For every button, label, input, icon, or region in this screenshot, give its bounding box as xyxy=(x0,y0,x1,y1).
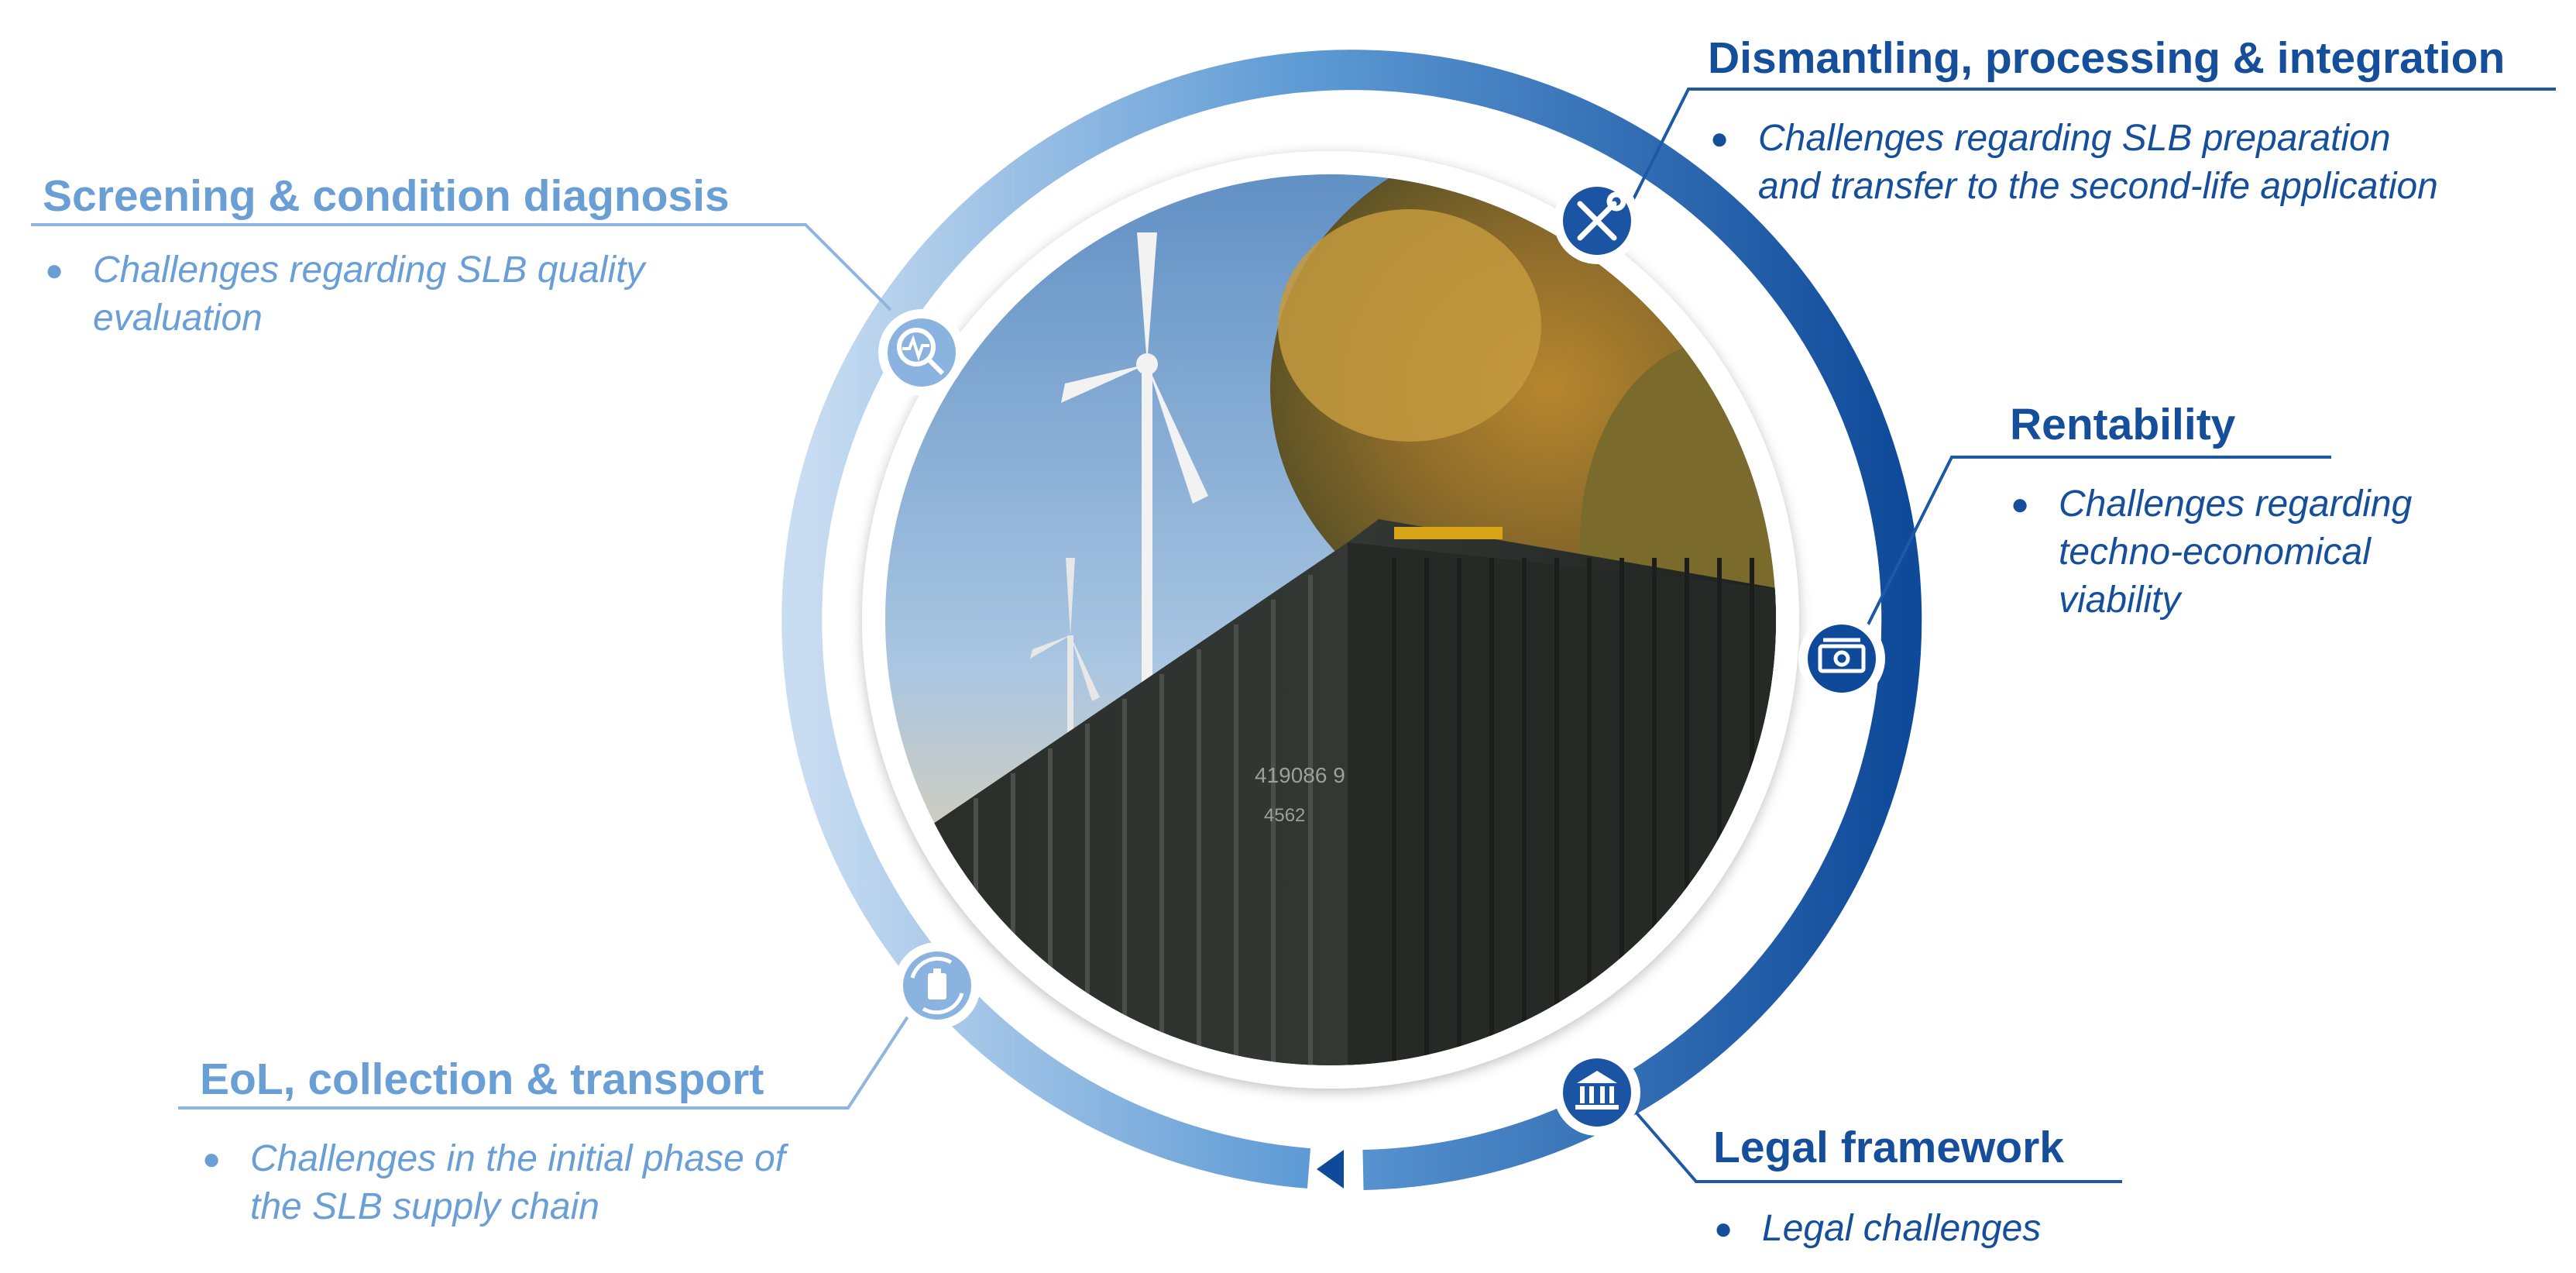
bullet-text-line: viability xyxy=(2059,580,2181,621)
heading-screening: Screening & condition diagnosis xyxy=(43,171,730,221)
bullet-text-line: and transfer to the second-life applicat… xyxy=(1758,166,2438,207)
bullet-dot: ● xyxy=(1714,1212,1733,1246)
wind-turbine-large xyxy=(1061,232,1208,767)
heading-dismantling: Dismantling, processing & integration xyxy=(1708,33,2506,83)
magnifier-pulse-icon xyxy=(897,328,945,376)
bullet-legal: ● Legal challenges xyxy=(1714,1205,2042,1253)
bullet-text-line: Legal challenges xyxy=(1762,1208,2042,1249)
battery-recycle-icon xyxy=(910,956,964,1015)
icon-screening xyxy=(878,309,965,396)
connector-eol xyxy=(178,1006,915,1110)
icon-eol xyxy=(894,942,981,1029)
heading-legal: Legal framework xyxy=(1713,1123,2064,1172)
heading-eol: EoL, collection & transport xyxy=(200,1055,764,1104)
icon-rentability xyxy=(1798,615,1885,702)
bullet-text-line: the SLB supply chain xyxy=(250,1186,599,1227)
bullet-screening: ● Challenges regarding SLB quality evalu… xyxy=(45,246,645,342)
courthouse-icon xyxy=(1575,1071,1619,1110)
connector-rentability xyxy=(1865,456,2331,628)
bullet-text-line: techno-economical xyxy=(2059,532,2371,573)
connector-lines xyxy=(31,88,2556,1183)
heading-rentability: Rentability xyxy=(2010,400,2236,449)
bullet-text-line: evaluation xyxy=(93,298,263,339)
cycle-ring xyxy=(781,50,1922,1190)
bullet-text-line: Challenges regarding xyxy=(2059,483,2413,525)
bullet-dot: ● xyxy=(2011,487,2030,521)
bullet-dot: ● xyxy=(1710,122,1729,156)
icon-dismantling xyxy=(1554,177,1640,264)
bullet-dismantling: ● Challenges regarding SLB preparation a… xyxy=(1710,115,2438,211)
connector-legal xyxy=(1617,1091,2122,1183)
bullet-text-line: Challenges regarding SLB preparation xyxy=(1758,118,2391,159)
bullet-dot: ● xyxy=(45,253,64,287)
connector-screening xyxy=(31,223,892,311)
money-banknote-icon xyxy=(1818,638,1866,673)
bullet-eol: ● Challenges in the initial phase of the… xyxy=(202,1135,786,1231)
bullet-text-line: Challenges in the initial phase of xyxy=(250,1138,786,1179)
icon-legal xyxy=(1554,1049,1640,1136)
bullet-dot: ● xyxy=(202,1142,222,1176)
container-marking-2: 4562 xyxy=(1264,805,1305,826)
bullet-text-line: Challenges regarding SLB quality xyxy=(93,249,645,291)
wrench-screwdriver-icon xyxy=(1577,191,1626,241)
container-marking-1: 419086 9 xyxy=(1255,763,1345,787)
cycle-ring-arrowhead xyxy=(1317,1150,1344,1189)
wind-turbine-small xyxy=(1030,558,1100,790)
connector-dismantling xyxy=(1625,88,2556,214)
bullet-rentability: ● Challenges regarding techno-economical… xyxy=(2011,480,2413,624)
